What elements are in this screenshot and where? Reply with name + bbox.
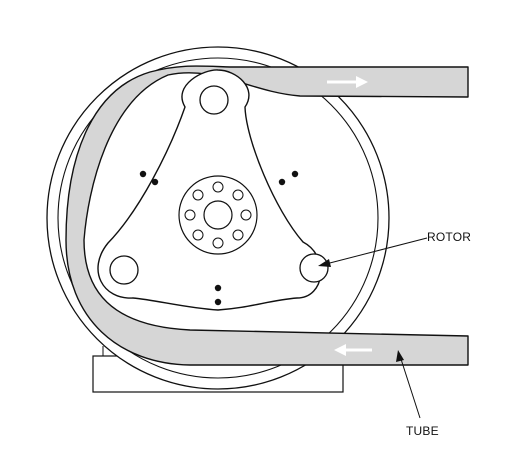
tube — [65, 65, 469, 366]
roller-top — [199, 85, 229, 115]
rotor-leader — [318, 237, 428, 267]
hub-bolt-holes — [184, 181, 252, 249]
rotor-hub-bore — [203, 200, 233, 230]
arrow-left-icon — [334, 344, 372, 356]
roller-right — [299, 253, 329, 283]
rotor — [97, 69, 329, 311]
tube-leader — [396, 350, 421, 419]
arrow-right-icon — [327, 76, 368, 88]
tube-label: TUBE — [406, 424, 439, 438]
rotor-label: ROTOR — [427, 230, 471, 244]
rotor-screw-dots — [139, 170, 299, 306]
roller-left — [109, 255, 139, 285]
